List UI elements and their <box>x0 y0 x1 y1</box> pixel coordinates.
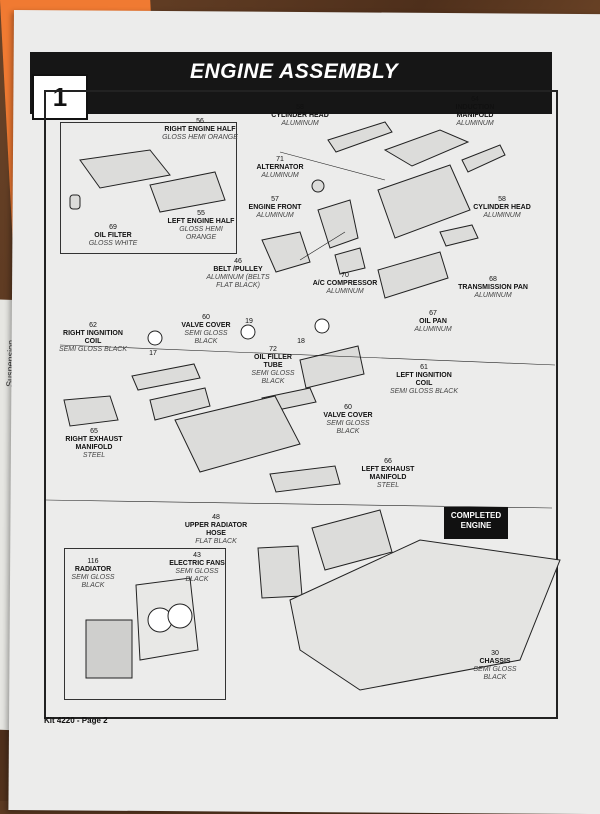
section-divider-2 <box>45 499 553 509</box>
belt-pulley-drawing <box>261 231 311 273</box>
inset-panel-engine-halves <box>60 122 237 254</box>
page-footer: Kit 4220 - Page 2 <box>44 716 108 725</box>
header-bar <box>30 52 552 114</box>
completed-engine-badge: COMPLETED ENGINE <box>444 507 508 539</box>
badge-line-2: ENGINE <box>460 521 492 530</box>
cylinder-head-right-drawing <box>461 144 506 173</box>
part-19-callout <box>240 324 256 340</box>
instruction-frame <box>44 90 558 719</box>
radiator-inset-drawing <box>85 619 133 679</box>
induction-manifold-drawing <box>383 129 470 167</box>
part-label-17: 17 <box>149 350 157 357</box>
alternator-drawing <box>311 179 325 193</box>
oil-pan-drawing <box>377 251 449 299</box>
completed-engine-drawing <box>311 509 393 571</box>
radiator-drawing <box>257 545 303 599</box>
ignition-coil-right-drawing <box>131 363 201 391</box>
valve-cover-right-drawing <box>149 387 211 421</box>
section-divider-1 <box>59 344 556 366</box>
engine-front-drawing <box>317 199 359 249</box>
engine-assembly-drawing <box>174 395 301 473</box>
cylinder-head-left-drawing <box>327 121 393 153</box>
transmission-pan-drawing <box>439 224 479 247</box>
left-engine-half-drawing <box>149 171 226 213</box>
inset-panel-radiator <box>64 548 226 700</box>
right-engine-half-drawing <box>79 149 171 189</box>
chassis-drawing <box>289 539 561 691</box>
engine-block-drawing <box>377 164 471 239</box>
leader-line <box>279 151 386 181</box>
leader-line <box>299 231 346 261</box>
ac-compressor-drawing <box>334 247 366 275</box>
part-label-18: 18 <box>297 338 305 345</box>
intake-runners-drawing <box>299 345 365 389</box>
part-18-callout <box>314 318 330 334</box>
oil-filter-drawing <box>69 194 81 210</box>
page-title: ENGINE ASSEMBLY <box>190 60 399 83</box>
step-number: 1 <box>32 74 88 120</box>
exhaust-manifold-right-drawing <box>63 395 119 427</box>
exhaust-manifold-left-drawing <box>269 465 341 493</box>
fan-right-drawing <box>167 603 193 629</box>
badge-line-1: COMPLETED <box>450 511 502 520</box>
part-label-19: 19 <box>245 318 253 325</box>
part-17-callout <box>147 330 163 346</box>
